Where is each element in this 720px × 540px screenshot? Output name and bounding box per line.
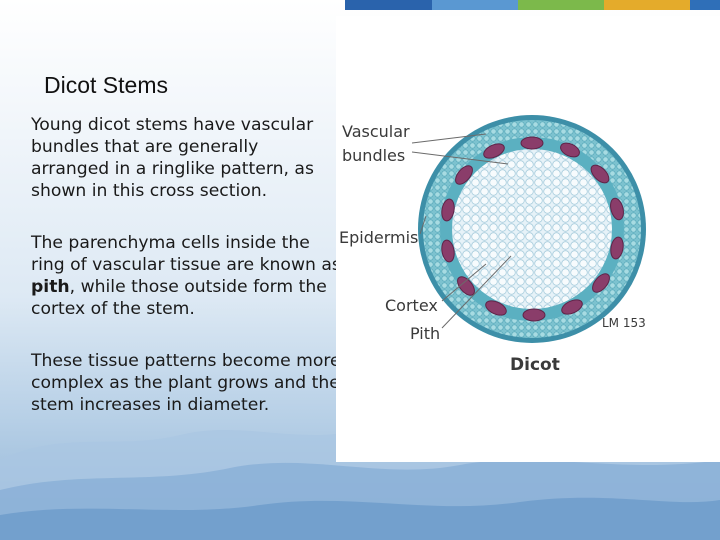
paragraph-vascular-bundles: Young dicot stems have vascular bundles … bbox=[31, 115, 314, 201]
vascular-bundle bbox=[520, 136, 544, 150]
stripe-segment-blue bbox=[345, 0, 432, 10]
vascular-bundle bbox=[610, 197, 624, 221]
leader-line-vascular-2 bbox=[411, 151, 509, 165]
vascular-bundle bbox=[441, 239, 455, 263]
vascular-bundle bbox=[455, 165, 473, 185]
label-vascular-line1: Vascular bbox=[342, 122, 410, 141]
pith-term: pith bbox=[31, 277, 70, 297]
stem-section bbox=[418, 115, 646, 343]
pith-region bbox=[452, 149, 612, 309]
pith-text-post: , while those outside form the cortex of… bbox=[31, 277, 327, 319]
leader-line-pith bbox=[441, 255, 512, 329]
vascular-bundle bbox=[483, 143, 505, 159]
leader-lines bbox=[411, 133, 512, 329]
vascular-bundle bbox=[457, 276, 475, 296]
leader-line-cortex bbox=[441, 263, 487, 302]
leader-line-vascular-1 bbox=[411, 133, 487, 144]
leader-line-epidermis bbox=[419, 215, 427, 235]
vascular-bundle bbox=[610, 236, 624, 260]
stripe-segment-navy bbox=[690, 0, 720, 10]
vascular-bundle bbox=[561, 299, 583, 315]
stem-cross-section-diagram: Vascular bundles Epidermis Cortex Pith L… bbox=[339, 115, 646, 375]
label-caption: Dicot bbox=[510, 355, 560, 375]
vascular-bundles bbox=[441, 136, 624, 322]
dicot-stem-figure: Vascular bundles Epidermis Cortex Pith L… bbox=[336, 16, 720, 462]
slide-title: Dicot Stems bbox=[44, 72, 168, 98]
vascular-bundle bbox=[590, 164, 610, 184]
vascular-bundle bbox=[560, 142, 580, 158]
label-vascular-line2: bundles bbox=[342, 146, 405, 165]
label-cortex: Cortex bbox=[385, 296, 438, 315]
label-epidermis: Epidermis bbox=[339, 228, 418, 247]
vascular-bundle bbox=[522, 308, 546, 322]
label-pith: Pith bbox=[410, 324, 440, 343]
vascular-bundle bbox=[485, 300, 507, 316]
paragraph-growth: These tissue patterns become more comple… bbox=[31, 351, 341, 415]
pith-text-pre: The parenchyma cells inside the ring of … bbox=[31, 233, 341, 275]
label-magnification: LM 153 bbox=[602, 316, 646, 330]
vascular-bundle bbox=[592, 273, 610, 293]
stripe-segment-gold bbox=[604, 0, 690, 10]
paragraph-pith: The parenchyma cells inside the ring of … bbox=[31, 232, 341, 320]
figure-labels: Vascular bundles Epidermis Cortex Pith L… bbox=[339, 122, 646, 375]
stripe-segment-lightblue bbox=[432, 0, 518, 10]
vascular-bundle bbox=[441, 198, 455, 222]
body-text: Young dicot stems have vascular bundles … bbox=[31, 114, 341, 446]
stripe-segment-green bbox=[518, 0, 604, 10]
